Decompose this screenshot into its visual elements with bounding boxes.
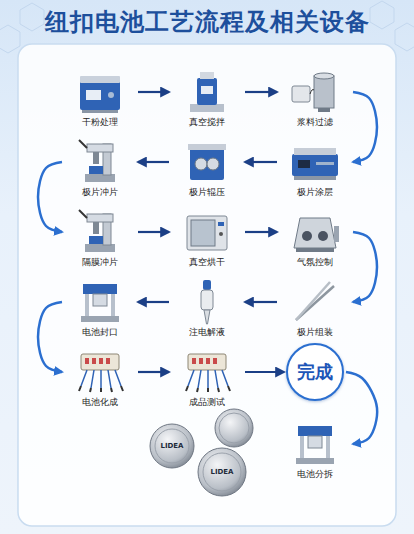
step-caption: 浆料过滤 [279,116,351,128]
step-caption: 注电解液 [171,326,243,338]
equipment-icon [79,354,123,392]
equipment-icon [292,73,334,112]
equipment-icon [292,148,338,180]
step-caption: 干粉处理 [64,116,136,128]
equipment-step: 干粉处理 [64,66,136,128]
flow-arrow [138,91,169,93]
end-label: 完成 [297,360,333,384]
flow-arrow [245,301,277,303]
equipment-icon [79,210,115,252]
equipment-step: 电池分拆 [279,418,351,480]
flow-arrow [138,301,169,303]
equipment-step: 极片冲片 [64,136,136,198]
flow-arrow [245,91,277,93]
equipment-step: 气氛控制 [279,206,351,268]
flow-arrow [245,161,277,163]
equipment-step: 真空烘干 [171,206,243,268]
step-caption: 电池化成 [64,396,136,408]
step-caption: 电池封口 [64,326,136,338]
step-caption: 电池分拆 [279,468,351,480]
equipment-step: 真空搅拌 [171,66,243,128]
step-caption: 气氛控制 [279,256,351,268]
equipment-icon [296,282,334,320]
equipment-step: 电池化成 [64,346,136,408]
equipment-step: 极片涂层 [279,136,351,198]
equipment-step: 成品测试 [171,346,243,408]
step-caption: 成品测试 [171,396,243,408]
diagram-title: 纽扣电池工艺流程及相关设备 [0,6,414,38]
end-circle: 完成 [286,343,344,401]
equipment-step: 电池封口 [64,276,136,338]
flow-arrow [353,232,377,302]
equipment-step: 浆料过滤 [279,66,351,128]
flow-arrow [245,371,284,373]
equipment-icon [296,426,334,464]
step-caption: 极片组装 [279,326,351,338]
equipment-icon [81,284,119,322]
equipment-icon [80,76,120,113]
step-caption: 极片冲片 [64,186,136,198]
flow-arrow [245,231,277,233]
equipment-step: 隔膜冲片 [64,206,136,268]
battery-brand: LIDEA [160,442,183,450]
equipment-step: 注电解液 [171,276,243,338]
flow-arrow [353,92,377,162]
equipment-icon [187,216,227,250]
equipment-icon [294,218,339,252]
flow-arrow [138,231,169,233]
equipment-step: 极片辊压 [171,136,243,198]
equipment-icon [201,280,213,324]
panel [18,44,396,526]
coin-cells [150,409,253,496]
battery-brand: LIDEA [210,468,233,476]
flow-arrow [138,371,169,373]
flow-arrow [138,161,169,163]
flow-arrow [38,162,62,232]
step-caption: 极片辊压 [171,186,243,198]
equipment-icon [188,144,226,180]
step-caption: 真空搅拌 [171,116,243,128]
step-caption: 真空烘干 [171,256,243,268]
flow-arrow [38,302,62,372]
equipment-icon [79,140,115,182]
step-caption: 隔膜冲片 [64,256,136,268]
equipment-icon [190,72,224,112]
flow-arrow [346,372,377,444]
step-caption: 极片涂层 [279,186,351,198]
equipment-icon [186,354,230,392]
equipment-step: 极片组装 [279,276,351,338]
